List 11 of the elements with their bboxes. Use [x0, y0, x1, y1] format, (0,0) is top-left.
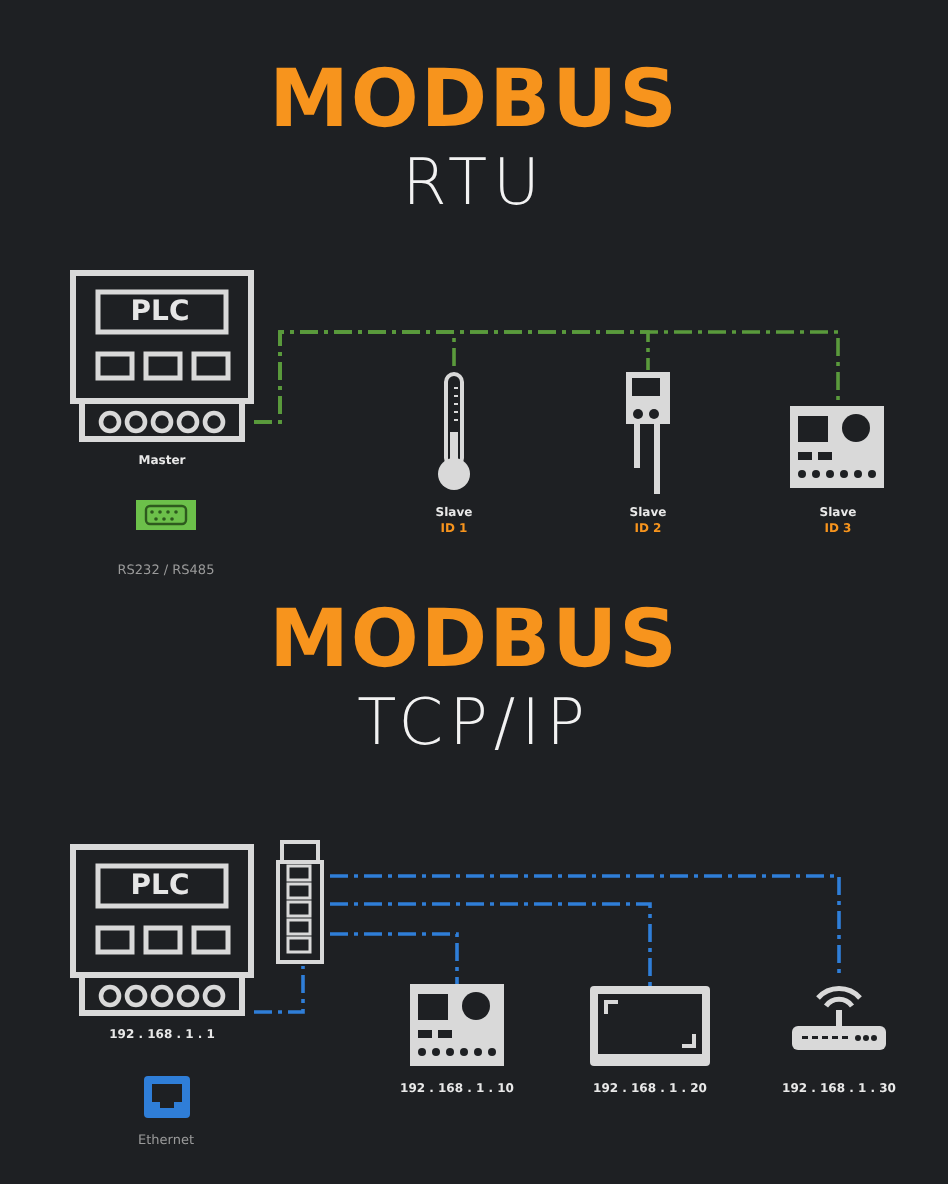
cable-line: [254, 330, 840, 424]
cable-line: [330, 932, 459, 984]
plc-label: PLC: [128, 868, 192, 904]
cable-line: [330, 902, 652, 986]
heading: MODBUS: [267, 596, 681, 684]
plc-label: PLC: [128, 294, 192, 330]
cable-line: [330, 874, 841, 974]
subheading: TCP/IP: [355, 688, 593, 759]
subheading: RTU: [400, 148, 548, 219]
heading: MODBUS: [267, 56, 681, 144]
cable-line: [254, 966, 305, 1014]
